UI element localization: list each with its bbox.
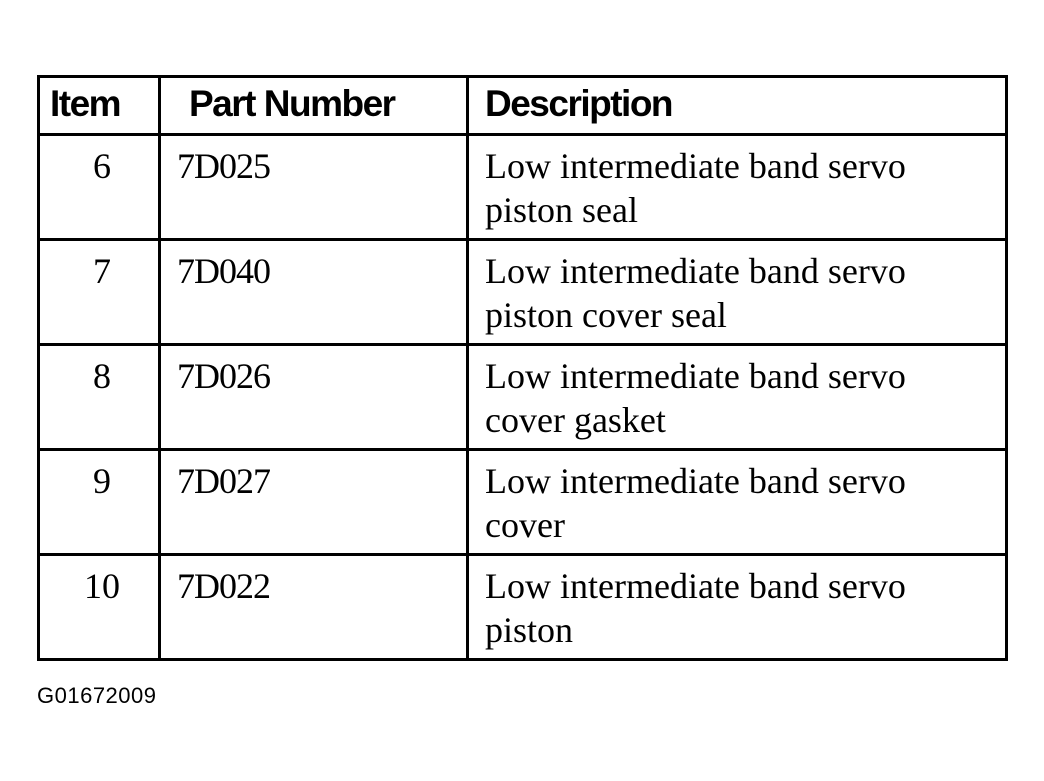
- description-line: Low intermediate band servo: [485, 146, 906, 186]
- description: Low intermediate band servo piston cover…: [466, 238, 1008, 346]
- description-line: piston: [485, 610, 574, 650]
- part-number: 7D022: [158, 553, 469, 661]
- table-header-row: Item Part Number Description: [37, 75, 1008, 136]
- description-line: piston cover seal: [485, 295, 727, 335]
- header-item: Item: [37, 75, 161, 136]
- description: Low intermediate band servo piston seal: [466, 133, 1008, 241]
- table-row: 9 7D027 Low intermediate band servo cove…: [37, 448, 1008, 556]
- item-number: 6: [37, 133, 161, 241]
- description: Low intermediate band servo cover: [466, 448, 1008, 556]
- description-line: Low intermediate band servo: [485, 356, 906, 396]
- item-number: 8: [37, 343, 161, 451]
- description-line: Low intermediate band servo: [485, 251, 906, 291]
- part-number: 7D040: [158, 238, 469, 346]
- description-line: Low intermediate band servo: [485, 461, 906, 501]
- part-number: 7D025: [158, 133, 469, 241]
- item-number: 9: [37, 448, 161, 556]
- description-line: cover: [485, 505, 565, 545]
- item-number: 10: [37, 553, 161, 661]
- description-line: Low intermediate band servo: [485, 566, 906, 606]
- description-line: cover gasket: [485, 400, 666, 440]
- description-line: piston seal: [485, 190, 638, 230]
- table-row: 10 7D022 Low intermediate band servo pis…: [37, 553, 1008, 661]
- description: Low intermediate band servo cover gasket: [466, 343, 1008, 451]
- item-number: 7: [37, 238, 161, 346]
- table-row: 7 7D040 Low intermediate band servo pist…: [37, 238, 1008, 346]
- parts-table: Item Part Number Description 6 7D025 Low…: [37, 75, 1008, 661]
- header-description: Description: [466, 75, 1008, 136]
- part-number: 7D026: [158, 343, 469, 451]
- header-part-number: Part Number: [158, 75, 469, 136]
- figure-code: G01672009: [37, 683, 157, 708]
- part-number: 7D027: [158, 448, 469, 556]
- description: Low intermediate band servo piston: [466, 553, 1008, 661]
- table-row: 8 7D026 Low intermediate band servo cove…: [37, 343, 1008, 451]
- table-row: 6 7D025 Low intermediate band servo pist…: [37, 133, 1008, 241]
